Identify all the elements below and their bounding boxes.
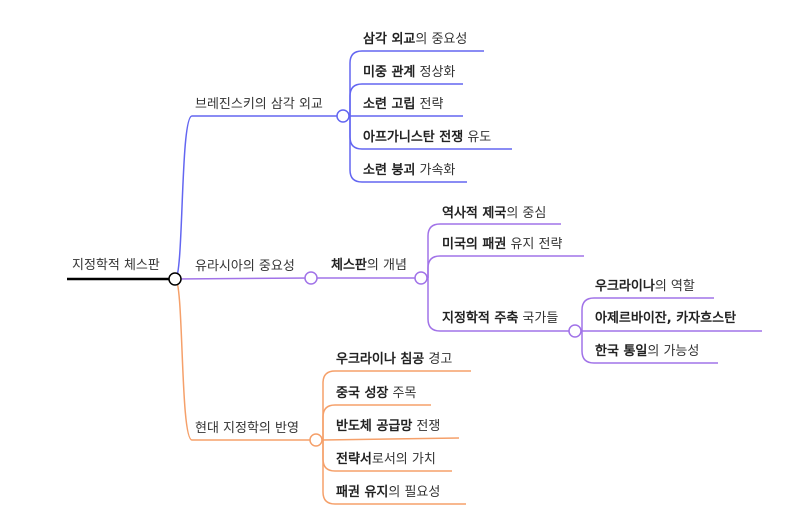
node-geopolitical-pivots[interactable]: 지정학적 주축 국가들 xyxy=(442,311,558,327)
leaf-bold-text: 삼각 외교 xyxy=(363,32,416,47)
leaf-rest-text: 유지 전략 xyxy=(506,237,563,252)
leaf-bold-text: 패권 유지 xyxy=(336,485,389,500)
link-chessboard-child xyxy=(427,223,561,278)
leaf-us-china-normalization[interactable]: 미중 관계 정상화 xyxy=(363,65,455,81)
link-root-branch3 xyxy=(174,278,316,441)
leaf-soviet-isolation[interactable]: 소련 고립 전략 xyxy=(363,97,443,113)
link-chessboard-child xyxy=(427,278,575,332)
leaf-afghan-war[interactable]: 아프가니스탄 전쟁 유도 xyxy=(363,130,491,146)
leaf-bold-text: 아프가니스탄 전쟁 xyxy=(363,130,464,145)
branch1-collapse-circle[interactable] xyxy=(336,109,350,123)
link-root-branch2 xyxy=(174,277,312,280)
leaf-bold-text: 소련 고립 xyxy=(363,97,416,112)
leaf-ukraine-invasion[interactable]: 우크라이나 침공 경고 xyxy=(336,352,452,368)
node-bold-text: 지정학적 주축 xyxy=(442,311,519,326)
branch3-collapse-circle[interactable] xyxy=(309,433,323,447)
leaf-ukraine-role[interactable]: 우크라이나의 역할 xyxy=(595,279,695,295)
leaf-bold-text: 전략서 xyxy=(336,452,372,467)
leaf-rest-text: 전쟁 xyxy=(412,419,441,434)
leaf-rest-text: 전략 xyxy=(415,97,444,112)
leaf-rest-text: 로서의 가치 xyxy=(371,452,436,467)
leaf-bold-text: 미국의 패권 xyxy=(442,237,507,252)
leaf-trilateral-importance[interactable]: 삼각 외교의 중요성 xyxy=(363,32,467,48)
branch-eurasia-importance[interactable]: 유라시아의 중요성 xyxy=(195,259,295,274)
leaf-rest-text: 의 중심 xyxy=(506,206,547,221)
link-branch3-leaf xyxy=(322,404,431,440)
root-collapse-circle[interactable] xyxy=(168,272,182,286)
node-rest-text: 국가들 xyxy=(518,311,559,326)
leaf-semiconductor-war[interactable]: 반도체 공급망 전쟁 xyxy=(336,419,440,435)
leaf-rest-text: 의 가능성 xyxy=(647,344,700,359)
leaf-bold-text: 아제르바이잔, 카자흐스탄 xyxy=(595,311,737,326)
leaf-rest-text: 의 역할 xyxy=(654,279,695,294)
node-bold-text: 체스판 xyxy=(331,258,367,273)
pivots-collapse-circle[interactable] xyxy=(568,324,582,338)
leaf-bold-text: 반도체 공급망 xyxy=(336,419,413,434)
leaf-rest-text: 가속화 xyxy=(415,163,456,178)
leaf-us-hegemony[interactable]: 미국의 패권 유지 전략 xyxy=(442,237,562,253)
link-branch3-leaf xyxy=(322,370,471,440)
leaf-bold-text: 우크라이나 xyxy=(595,279,655,294)
link-branch3-leaf xyxy=(322,437,460,441)
leaf-azerbaijan-kazakhstan[interactable]: 아제르바이잔, 카자흐스탄 xyxy=(595,311,736,327)
link-pivot-child xyxy=(581,331,718,364)
node-rest-text: 의 개념 xyxy=(366,258,407,273)
link-branch1-leaf xyxy=(349,116,467,183)
leaf-hegemony-need[interactable]: 패권 유지의 필요성 xyxy=(336,485,440,501)
leaf-soviet-collapse[interactable]: 소련 붕괴 가속화 xyxy=(363,163,455,179)
chessboard-collapse-circle[interactable] xyxy=(414,271,428,285)
link-branch1-leaf xyxy=(349,50,484,116)
leaf-rest-text: 의 중요성 xyxy=(415,32,468,47)
branch2-collapse-circle[interactable] xyxy=(304,271,318,285)
leaf-bold-text: 한국 통일 xyxy=(595,344,648,359)
leaf-bold-text: 소련 붕괴 xyxy=(363,163,416,178)
leaf-historical-empire[interactable]: 역사적 제국의 중심 xyxy=(442,206,546,222)
leaf-rest-text: 정상화 xyxy=(415,65,456,80)
leaf-strategy-book[interactable]: 전략서로서의 가치 xyxy=(336,452,436,468)
leaf-rest-text: 유도 xyxy=(463,130,492,145)
leaf-bold-text: 역사적 제국 xyxy=(442,206,507,221)
leaf-rest-text: 경고 xyxy=(424,352,453,367)
leaf-bold-text: 미중 관계 xyxy=(363,65,416,80)
link-pivot-child xyxy=(581,297,714,331)
leaf-china-growth[interactable]: 중국 성장 주목 xyxy=(336,386,416,402)
link-root-branch1 xyxy=(174,115,343,280)
link-branch3-leaf xyxy=(322,440,466,505)
leaf-rest-text: 주목 xyxy=(388,386,417,401)
root-node-label[interactable]: 지정학적 체스판 xyxy=(72,258,160,273)
branch-trilateral-diplomacy[interactable]: 브레진스키의 삼각 외교 xyxy=(195,97,323,112)
link-chessboard-child xyxy=(427,255,584,278)
leaf-rest-text: 의 필요성 xyxy=(388,485,441,500)
link-branch1-leaf xyxy=(349,83,463,116)
leaf-bold-text: 중국 성장 xyxy=(336,386,389,401)
leaf-bold-text: 우크라이나 침공 xyxy=(336,352,425,367)
leaf-korea-unification[interactable]: 한국 통일의 가능성 xyxy=(595,344,699,360)
branch-modern-geopolitics[interactable]: 현대 지정학의 반영 xyxy=(195,421,299,436)
node-chessboard-concept[interactable]: 체스판의 개념 xyxy=(331,258,407,274)
